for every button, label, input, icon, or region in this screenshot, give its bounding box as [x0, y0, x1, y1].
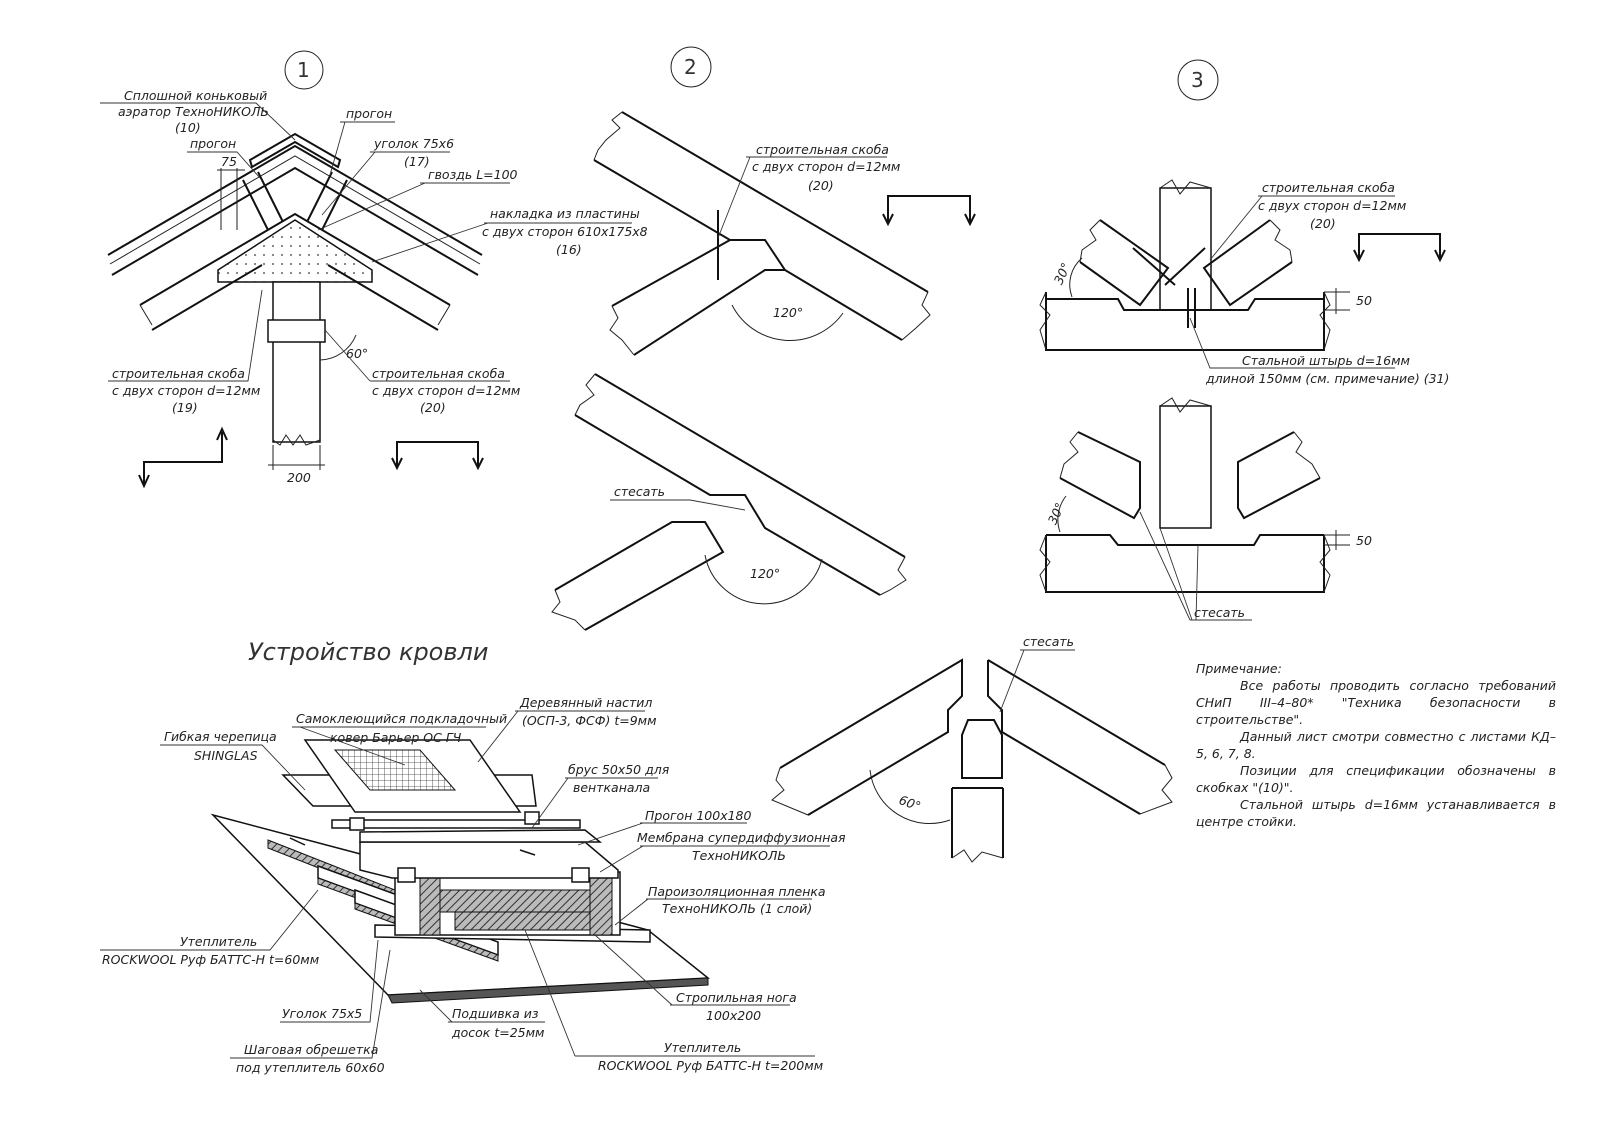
ridge-aerator-label: Сплошной коньковый	[124, 88, 267, 103]
note-p1: Все работы проводить согласно требований…	[1196, 678, 1556, 727]
detail-2-rafter-joint: 2 120° строительная скоба с двух сторон …	[551, 46, 976, 631]
layer-underlay: Самоклеющийся подкладочный	[296, 711, 507, 726]
plate-label-2: с двух сторон 610х175х8	[482, 224, 648, 239]
plate-label: накладка из пластины	[490, 206, 640, 221]
roof-layers-isometric: Гибкая черепица SHINGLAS Самоклеющийся п…	[100, 695, 846, 1075]
layer-angle: Уголок 75х5	[282, 1006, 362, 1021]
layer-purlin: Прогон 100х180	[645, 808, 752, 823]
angle-60-d1: 60°	[346, 346, 368, 361]
dim-200: 200	[287, 470, 311, 485]
layer-deck: Деревянный настил	[519, 695, 652, 710]
layer-lining: Подшивка из	[452, 1006, 539, 1021]
clamp-left-label-2: с двух сторон d=12мм	[112, 383, 260, 398]
layer-underlay-2: ковер Барьер ОС ГЧ	[330, 730, 462, 745]
d3-bevel-label: стесать	[1194, 605, 1245, 620]
layer-lathing-2: под утеплитель 60х60	[236, 1060, 385, 1075]
d3-clamp-label-2: с двух сторон d=12мм	[1258, 198, 1406, 213]
ridge-aerator-pos: (10)	[175, 120, 201, 135]
layer-batten-2: вентканала	[573, 780, 650, 795]
note-p4: Стальной штырь d=16мм устанавливается в …	[1196, 797, 1556, 829]
layer-insul-200: Утеплитель	[664, 1040, 741, 1055]
ridge-aerator-label-2: аэратор ТехноНИКОЛЬ	[118, 104, 269, 119]
d3-clamp-label: строительная скоба	[1262, 180, 1395, 195]
layer-vapor: Пароизоляционная пленка	[648, 884, 826, 899]
d3-clamp-pos: (20)	[1310, 216, 1336, 231]
purlin-left-label: прогон	[190, 136, 236, 151]
clamp-left-pos: (19)	[172, 400, 198, 415]
d4-angle: 60°	[897, 792, 923, 814]
note-p3: Позиции для спецификации обозначены в ск…	[1196, 763, 1556, 795]
purlin-right-label: прогон	[346, 106, 392, 121]
layer-shingle: Гибкая черепица	[164, 729, 277, 744]
detail-1-number: 1	[297, 58, 310, 82]
layer-rafter-2: 100х200	[706, 1008, 761, 1023]
layer-membrane: Мембрана супердиффузионная	[637, 830, 846, 845]
layer-deck-2: (ОСП-3, ФСФ) t=9мм	[522, 713, 657, 728]
layer-membrane-2: ТехноНИКОЛЬ	[692, 848, 786, 863]
drawing-title: Устройство кровли	[248, 638, 488, 666]
note-p2: Данный лист смотри совместно с листами К…	[1196, 729, 1556, 761]
layer-shingle-2: SHINGLAS	[194, 748, 258, 763]
clamp-right-pos: (20)	[420, 400, 446, 415]
d2-clamp-pos: (20)	[808, 178, 834, 193]
layer-vapor-2: ТехноНИКОЛЬ (1 слой)	[662, 901, 812, 916]
layer-rafter: Стропильная нога	[676, 990, 797, 1005]
notes-block: Примечание: Все работы проводить согласн…	[1196, 660, 1556, 830]
angle-label: уголок 75х6	[373, 136, 454, 151]
angle-pos: (17)	[404, 154, 430, 169]
nail-label: гвоздь L=100	[428, 167, 518, 182]
d4-bevel-label: стесать	[1023, 634, 1074, 649]
d2-angle-bottom: 120°	[750, 566, 780, 581]
d3-dim-bottom: 50	[1356, 533, 1372, 548]
d3-dim-top: 50	[1356, 293, 1372, 308]
clamp-right-label: строительная скоба	[372, 366, 505, 381]
d3-angle-bottom: 30°	[1045, 500, 1068, 526]
d3-pin-label: Стальной штырь d=16мм	[1242, 353, 1410, 368]
layer-insul-60: Утеплитель	[180, 934, 257, 949]
layer-lining-2: досок t=25мм	[451, 1025, 544, 1040]
detail-3-number: 3	[1191, 68, 1204, 92]
clamp-right-label-2: с двух сторон d=12мм	[372, 383, 520, 398]
dim-75: 75	[221, 154, 237, 169]
d2-clamp-label: строительная скоба	[756, 142, 889, 157]
d2-bevel-label: стесать	[614, 484, 665, 499]
detail-3-post-joint: 3 50 30° строительная скоба с двух сторо…	[1039, 59, 1449, 621]
layer-insul-60-2: ROCKWOOL Руф БАТТС-Н t=60мм	[102, 952, 319, 967]
detail-1-ridge-knot: 1 200 60° 75 Спл	[100, 50, 648, 489]
layer-batten: брус 50х50 для	[568, 762, 670, 777]
detail-4-ridge-bevel: 60° стесать	[771, 634, 1173, 863]
layer-lathing: Шаговая обрешетка	[244, 1042, 378, 1057]
d2-angle-top: 120°	[773, 305, 803, 320]
detail-2-number: 2	[684, 55, 697, 79]
plate-pos: (16)	[556, 242, 582, 257]
note-heading: Примечание:	[1196, 661, 1282, 676]
clamp-left-label: строительная скоба	[112, 366, 245, 381]
d3-pin-label-2: длиной 150мм (см. примечание) (31)	[1205, 371, 1449, 386]
layer-insul-200-2: ROCKWOOL Руф БАТТС-Н t=200мм	[598, 1058, 823, 1073]
d2-clamp-label-2: с двух сторон d=12мм	[752, 159, 900, 174]
